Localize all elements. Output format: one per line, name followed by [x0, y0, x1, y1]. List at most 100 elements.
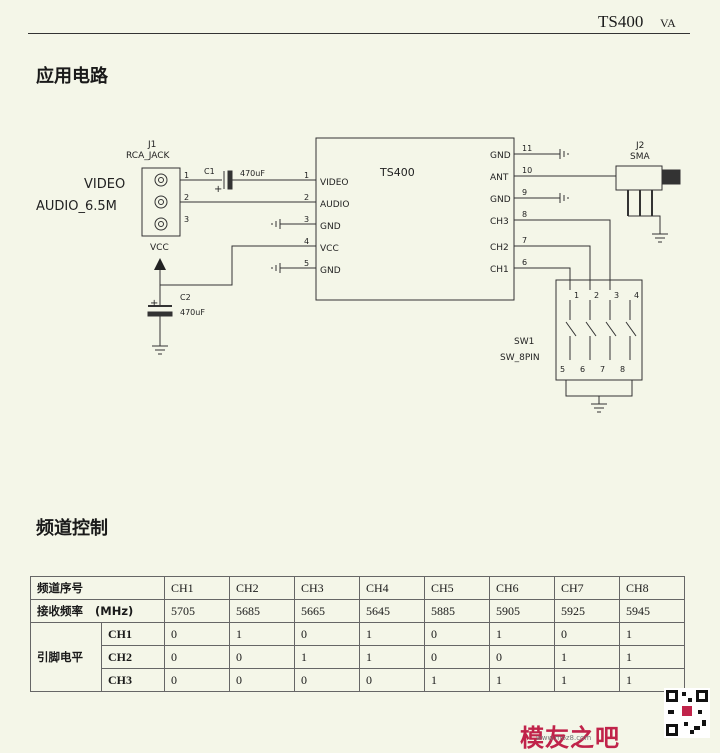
sw-pin-4: 4	[634, 291, 639, 300]
ic-pin-1-name: VIDEO	[320, 178, 349, 188]
ic-pin-4-name: VCC	[320, 244, 339, 254]
ic-pin-1-num: 1	[304, 171, 309, 180]
pin-cell: 0	[229, 668, 295, 692]
pin-cell: 0	[489, 645, 555, 669]
c1-ref: C1	[204, 167, 215, 176]
pin-cell: 1	[229, 622, 295, 646]
pin-cell: 0	[359, 668, 425, 692]
freq-cell: 5645	[359, 599, 425, 623]
sw-pin-5: 5	[560, 365, 565, 374]
c2-plus: +	[150, 298, 158, 309]
vcc-label: VCC	[150, 243, 169, 253]
ic-pin-11-name: GND	[490, 151, 511, 161]
freq-cell: 5905	[489, 599, 555, 623]
audio-label: AUDIO_6.5M	[36, 199, 117, 214]
pin-cell: 0	[424, 645, 490, 669]
pin-cell: 0	[164, 668, 230, 692]
pin-cell: 1	[619, 645, 685, 669]
pin-level-label: 引脚电平	[30, 622, 102, 692]
c1-plus: +	[214, 184, 222, 195]
sw-pin-8: 8	[620, 365, 625, 374]
pin-cell: 1	[554, 668, 620, 692]
channel-cell: CH8	[619, 576, 685, 600]
pin-cell: 1	[489, 668, 555, 692]
channel-cell: CH1	[164, 576, 230, 600]
ic-pin-6-name: CH1	[490, 265, 509, 275]
j1-pin-1: 1	[184, 171, 189, 180]
table-row: 接收频率 (MHz) 5705 5685 5665 5645 5885 5905…	[30, 599, 685, 623]
ic-pin-9-num: 9	[522, 188, 527, 197]
freq-label-text: 接收频率	[37, 604, 83, 618]
channel-cell: CH7	[554, 576, 620, 600]
pin-row-name: CH2	[101, 645, 165, 669]
rca-jack-body	[141, 167, 181, 237]
ic-pin-2-name: AUDIO	[320, 200, 349, 210]
pin-cell: 0	[294, 622, 360, 646]
video-label: VIDEO	[84, 177, 125, 192]
c2-value: 470uF	[180, 308, 205, 317]
freq-unit: (MHz)	[95, 604, 134, 618]
qr-code-icon	[664, 688, 710, 738]
ic-pin-8-name: CH3	[490, 217, 509, 227]
ic-pin-10-num: 10	[522, 166, 532, 175]
freq-cell: 5665	[294, 599, 360, 623]
section-title-channel-control: 频道控制	[36, 518, 108, 539]
seq-label: 频道序号	[30, 576, 165, 600]
ic-pin-7-num: 7	[522, 236, 527, 245]
pin-cell: 0	[229, 645, 295, 669]
sw-ref: SW1	[514, 337, 534, 347]
ic-name: TS400	[379, 166, 415, 179]
ic-pin-6-num: 6	[522, 258, 527, 267]
pin-cell: 0	[294, 668, 360, 692]
table-row: CH3 0 0 0 0 1 1 1 1	[31, 668, 685, 692]
sw-pin-2: 2	[594, 291, 599, 300]
channel-cell: CH4	[359, 576, 425, 600]
pin-cell: 1	[554, 645, 620, 669]
ic-pin-11-num: 11	[522, 144, 532, 153]
freq-cell: 5705	[164, 599, 230, 623]
channel-table: 频道序号 CH1 CH2 CH3 CH4 CH5 CH6 CH7 CH8 接收频…	[30, 576, 685, 692]
ic-pin-9-name: GND	[490, 195, 511, 205]
freq-cell: 5945	[619, 599, 685, 623]
table-row: 引脚电平 CH1 0 1 0 1 0 1 0 1	[30, 622, 685, 692]
pin-cell: 0	[424, 622, 490, 646]
sw-part: SW_8PIN	[500, 353, 540, 363]
channel-cell: CH3	[294, 576, 360, 600]
pin-cell: 0	[164, 645, 230, 669]
j2-part: SMA	[630, 152, 650, 162]
channel-cell: CH6	[489, 576, 555, 600]
ic-pin-2-num: 2	[304, 193, 309, 202]
page-header: TS400 VA	[0, 0, 720, 40]
model-name: TS400	[598, 12, 644, 31]
j2-ref: J2	[635, 141, 644, 151]
watermark-url: www.moz8.com	[536, 734, 592, 742]
table-row: CH2 0 0 1 1 0 0 1 1	[31, 645, 685, 669]
j1-pin-2: 2	[184, 193, 189, 202]
dip-switch-body	[555, 279, 643, 381]
pin-cell: 1	[359, 645, 425, 669]
ic-pin-7-name: CH2	[490, 243, 509, 253]
j1-ref: J1	[147, 140, 156, 150]
ic-pin-10-name: ANT	[490, 173, 509, 183]
table-row: 频道序号 CH1 CH2 CH3 CH4 CH5 CH6 CH7 CH8	[30, 576, 685, 600]
c2-ref: C2	[180, 293, 191, 302]
sw-pin-3: 3	[614, 291, 619, 300]
freq-cell: 5885	[424, 599, 490, 623]
c1-value: 470uF	[240, 169, 265, 178]
pin-cell: 1	[294, 645, 360, 669]
pin-cell: 1	[619, 622, 685, 646]
freq-cell: 5685	[229, 599, 295, 623]
pin-cell: 1	[424, 668, 490, 692]
ic-pin-3-name: GND	[320, 222, 341, 232]
sw-pin-7: 7	[600, 365, 605, 374]
pin-row-name: CH1	[101, 622, 165, 646]
ic-pin-5-name: GND	[320, 266, 341, 276]
ic-body	[315, 137, 515, 301]
sma-body	[615, 165, 663, 191]
header-rule	[28, 33, 690, 34]
j1-part: RCA_JACK	[126, 151, 171, 161]
channel-cell: CH5	[424, 576, 490, 600]
pin-cell: 0	[164, 622, 230, 646]
pin-row-name: CH3	[101, 668, 165, 692]
ic-pin-4-num: 4	[304, 237, 309, 246]
